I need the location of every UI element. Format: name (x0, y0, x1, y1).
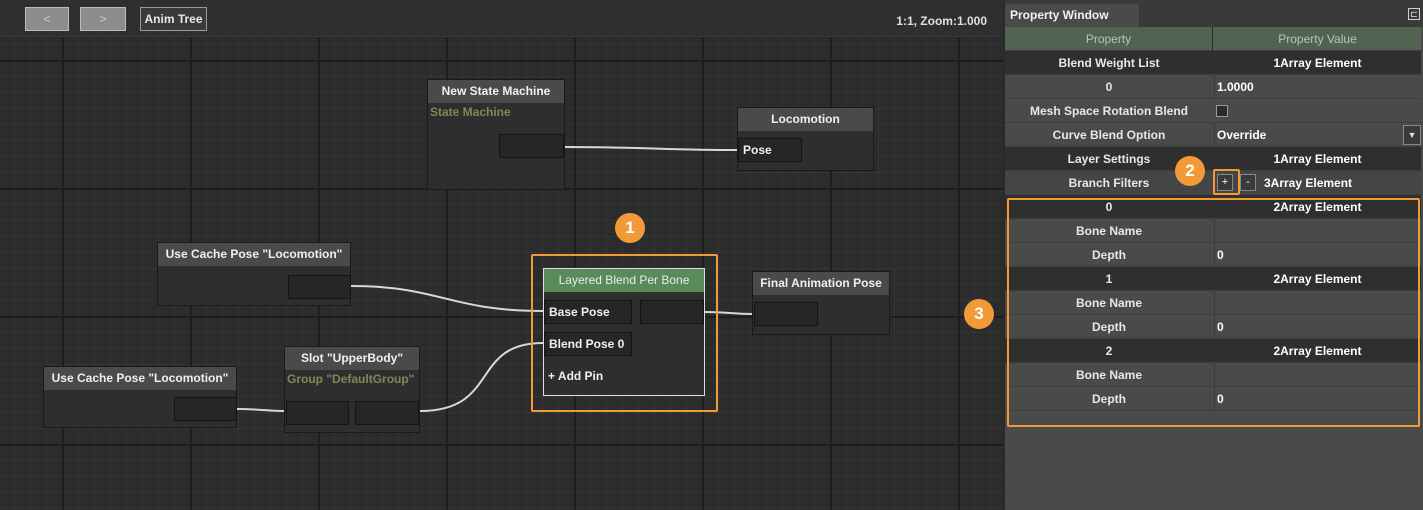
property-name: Curve Blend Option (1052, 128, 1166, 142)
property-value: 2Array Element (1273, 200, 1362, 214)
back-button[interactable]: < (25, 7, 69, 31)
property-value: 2Array Element (1273, 344, 1362, 358)
property-name: Bone Name (1075, 296, 1143, 310)
property-name: Mesh Space Rotation Blend (1029, 104, 1189, 118)
property-row[interactable]: Branch Filters + - 3Array Element (1005, 169, 1421, 195)
depth-field[interactable]: 0 (1214, 243, 1421, 267)
callout-badge-3: 3 (964, 299, 994, 329)
node-slot-upperbody[interactable]: Slot "UpperBody" Group "DefaultGroup" (284, 346, 420, 433)
property-window: Property Window ⊏ Property Property Valu… (1005, 0, 1423, 510)
property-name: 2 (1105, 344, 1113, 358)
zoom-readout: 1:1, Zoom:1.000 (896, 14, 987, 28)
header-property: Property (1005, 27, 1213, 51)
property-row[interactable]: Bone Name (1005, 291, 1421, 315)
node-layered-blend-per-bone[interactable]: Layered Blend Per Bone Base Pose Blend P… (543, 268, 705, 396)
property-value: 1Array Element (1273, 56, 1362, 70)
property-name: 0 (1105, 80, 1113, 94)
pose-input-pin[interactable]: Pose (738, 138, 802, 162)
add-pin-button[interactable]: + Add Pin (548, 369, 604, 383)
node-title: Locomotion (738, 108, 873, 131)
highlight-box-1 (531, 254, 718, 412)
output-pin[interactable] (640, 300, 704, 324)
property-tab-bar: Property Window ⊏ (1005, 0, 1423, 27)
property-row[interactable]: Depth 0 (1005, 243, 1421, 267)
node-title: Use Cache Pose "Locomotion" (44, 367, 236, 390)
anim-graph-panel[interactable]: < > Anim Tree 1:1, Zoom:1.000 New State … (0, 0, 1003, 510)
base-pose-pin[interactable]: Base Pose (544, 300, 632, 324)
blend-pose-pin[interactable]: Blend Pose 0 (544, 332, 632, 356)
property-table: Property Property Value Blend Weight Lis… (1005, 27, 1421, 411)
node-title: Use Cache Pose "Locomotion" (158, 243, 350, 266)
highlight-box-2 (1213, 169, 1240, 195)
add-element-button[interactable]: + (1217, 174, 1233, 191)
property-row[interactable]: Depth 0 (1005, 387, 1421, 411)
node-title: New State Machine (428, 80, 564, 103)
array-element-row[interactable]: 1 2Array Element (1005, 267, 1421, 291)
property-row[interactable]: Bone Name (1005, 219, 1421, 243)
input-pin[interactable] (286, 401, 349, 425)
property-row[interactable]: Depth 0 (1005, 315, 1421, 339)
node-subtitle: State Machine (430, 105, 511, 119)
property-name: Branch Filters (1068, 176, 1150, 190)
node-title: Layered Blend Per Bone (544, 269, 704, 292)
property-name: Blend Weight List (1058, 56, 1160, 70)
node-subtitle: Group "DefaultGroup" (287, 372, 415, 386)
depth-field[interactable]: 0 (1214, 387, 1421, 411)
property-name: Bone Name (1075, 368, 1143, 382)
property-name: Depth (1092, 248, 1126, 262)
property-table-header: Property Property Value (1005, 27, 1421, 51)
array-element-row[interactable]: 2 2Array Element (1005, 339, 1421, 363)
property-name: Layer Settings (1067, 152, 1151, 166)
property-name: Bone Name (1075, 224, 1143, 238)
property-row[interactable]: Mesh Space Rotation Blend (1005, 99, 1421, 123)
output-pin[interactable] (355, 401, 419, 425)
remove-element-button[interactable]: - (1240, 174, 1256, 191)
property-row[interactable]: Curve Blend Option Override ▼ (1005, 123, 1421, 147)
property-name: Depth (1092, 392, 1126, 406)
graph-toolbar: < > Anim Tree 1:1, Zoom:1.000 (0, 0, 1003, 37)
property-row[interactable]: Blend Weight List 1Array Element (1005, 51, 1421, 75)
curve-blend-dropdown[interactable]: Override (1214, 123, 1421, 147)
node-new-state-machine[interactable]: New State Machine State Machine (427, 79, 565, 190)
header-property-value: Property Value (1278, 32, 1357, 46)
property-value: 1Array Element (1273, 152, 1362, 166)
node-use-cache-pose[interactable]: Use Cache Pose "Locomotion" (43, 366, 237, 428)
property-value: 2Array Element (1273, 272, 1362, 286)
bone-name-field[interactable] (1214, 291, 1421, 315)
output-pin[interactable] (174, 397, 237, 421)
node-title: Final Animation Pose (753, 272, 889, 295)
node-use-cache-pose[interactable]: Use Cache Pose "Locomotion" (157, 242, 351, 306)
callout-badge-1: 1 (615, 213, 645, 243)
forward-button[interactable]: > (80, 7, 126, 31)
property-value-field[interactable]: 1.0000 (1214, 75, 1421, 99)
property-name: 0 (1105, 200, 1113, 214)
mesh-space-rotation-checkbox[interactable] (1216, 105, 1228, 117)
pin-icon[interactable]: ⊏ (1408, 8, 1420, 20)
result-input-pin[interactable] (754, 302, 818, 326)
output-pin[interactable] (499, 134, 564, 158)
bone-name-field[interactable] (1214, 219, 1421, 243)
node-title: Slot "UpperBody" (285, 347, 419, 370)
depth-field[interactable]: 0 (1214, 315, 1421, 339)
property-window-tab[interactable]: Property Window (1005, 4, 1139, 27)
property-value: 3Array Element (1264, 176, 1353, 190)
anim-tree-breadcrumb[interactable]: Anim Tree (140, 7, 207, 31)
output-pin[interactable] (288, 275, 351, 299)
callout-badge-2: 2 (1175, 156, 1205, 186)
highlight-box-3 (1007, 198, 1420, 427)
property-row[interactable]: Bone Name (1005, 363, 1421, 387)
property-row[interactable]: 0 1.0000 (1005, 75, 1421, 99)
property-name: 1 (1105, 272, 1113, 286)
node-final-animation-pose[interactable]: Final Animation Pose (752, 271, 890, 335)
node-locomotion[interactable]: Locomotion Pose (737, 107, 874, 171)
property-name: Depth (1092, 320, 1126, 334)
property-row[interactable]: Layer Settings 1Array Element (1005, 147, 1421, 171)
bone-name-field[interactable] (1214, 363, 1421, 387)
chevron-down-icon[interactable]: ▼ (1403, 125, 1421, 145)
